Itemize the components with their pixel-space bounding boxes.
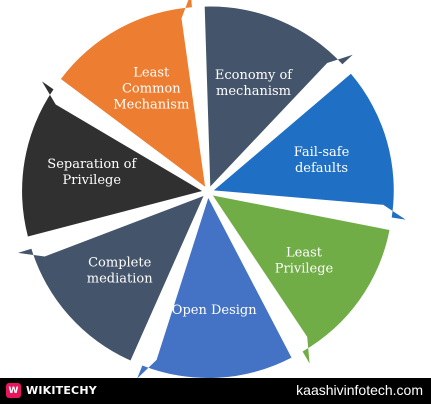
segment-economy-of-mechanism: [204, 6, 353, 187]
segment-label-line: Privilege: [275, 262, 334, 277]
segment-label-line: Separation of: [47, 157, 137, 172]
segment-label-line: Least: [133, 66, 170, 81]
segment-separation-of-privilege: [22, 81, 203, 237]
segment-label-line: Least: [286, 246, 323, 261]
segment-complete-mediation: [18, 196, 204, 361]
brand-logo[interactable]: W WIKITECHY: [6, 383, 97, 398]
segment-label-line: Fail-safe: [294, 145, 350, 160]
segment-label-line: Common: [122, 82, 181, 97]
segment-label-line: Mechanism: [113, 98, 189, 113]
segment-label-line: mechanism: [216, 84, 291, 99]
segment-least-privilege: [212, 195, 390, 364]
brand-name: WIKITECHY: [26, 384, 97, 397]
segments-layer: [18, 0, 406, 379]
segment-least-common-mechanism: [60, 0, 206, 187]
footer-bar: W WIKITECHY kaashivinfotech.com: [0, 378, 431, 404]
site-url[interactable]: kaashivinfotech.com: [296, 382, 423, 398]
segment-fail-safe-defaults: [213, 73, 406, 220]
segment-label-line: defaults: [295, 161, 348, 176]
segment-label-line: Complete: [88, 255, 151, 270]
segment-open-design: [137, 198, 292, 379]
segment-label-line: Privilege: [63, 173, 122, 188]
segment-label-line: mediation: [87, 271, 153, 286]
wikitechy-logo-icon: W: [6, 383, 21, 398]
segment-label-line: Economy of: [215, 68, 293, 83]
segment-label-open-design: Open Design: [172, 303, 257, 318]
segment-label-line: Open Design: [172, 303, 257, 318]
